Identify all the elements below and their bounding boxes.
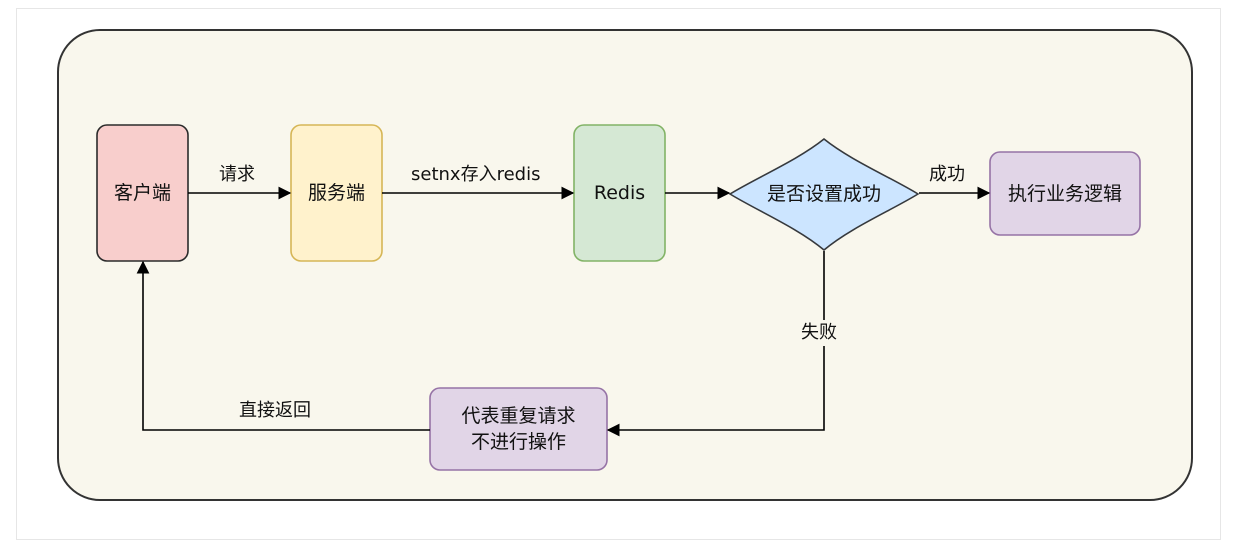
edge-label-return: 直接返回	[239, 400, 311, 421]
business-node-label: 执行业务逻辑	[1007, 182, 1122, 205]
edge-duplicate-to-client	[136, 260, 430, 431]
edge-label-success: 成功	[929, 164, 965, 185]
edge-label-request: 请求	[219, 164, 255, 185]
edge-label-fail: 失败	[799, 320, 839, 346]
duplicate-node-line2: 不进行操作	[470, 431, 566, 453]
decision-node-shape	[728, 137, 920, 252]
server-node-label: 服务端	[307, 182, 365, 204]
edge-decision-fail	[606, 251, 825, 437]
edge-label-setnx: setnx存入redis	[411, 164, 541, 185]
duplicate-node-line1: 代表重复请求	[461, 405, 576, 427]
client-node-label: 客户端	[113, 182, 171, 204]
decision-node-label: 是否设置成功	[766, 183, 881, 205]
redis-node-label: Redis	[593, 182, 646, 204]
duplicate-node-label: 代表重复请求 不进行操作	[430, 388, 607, 470]
